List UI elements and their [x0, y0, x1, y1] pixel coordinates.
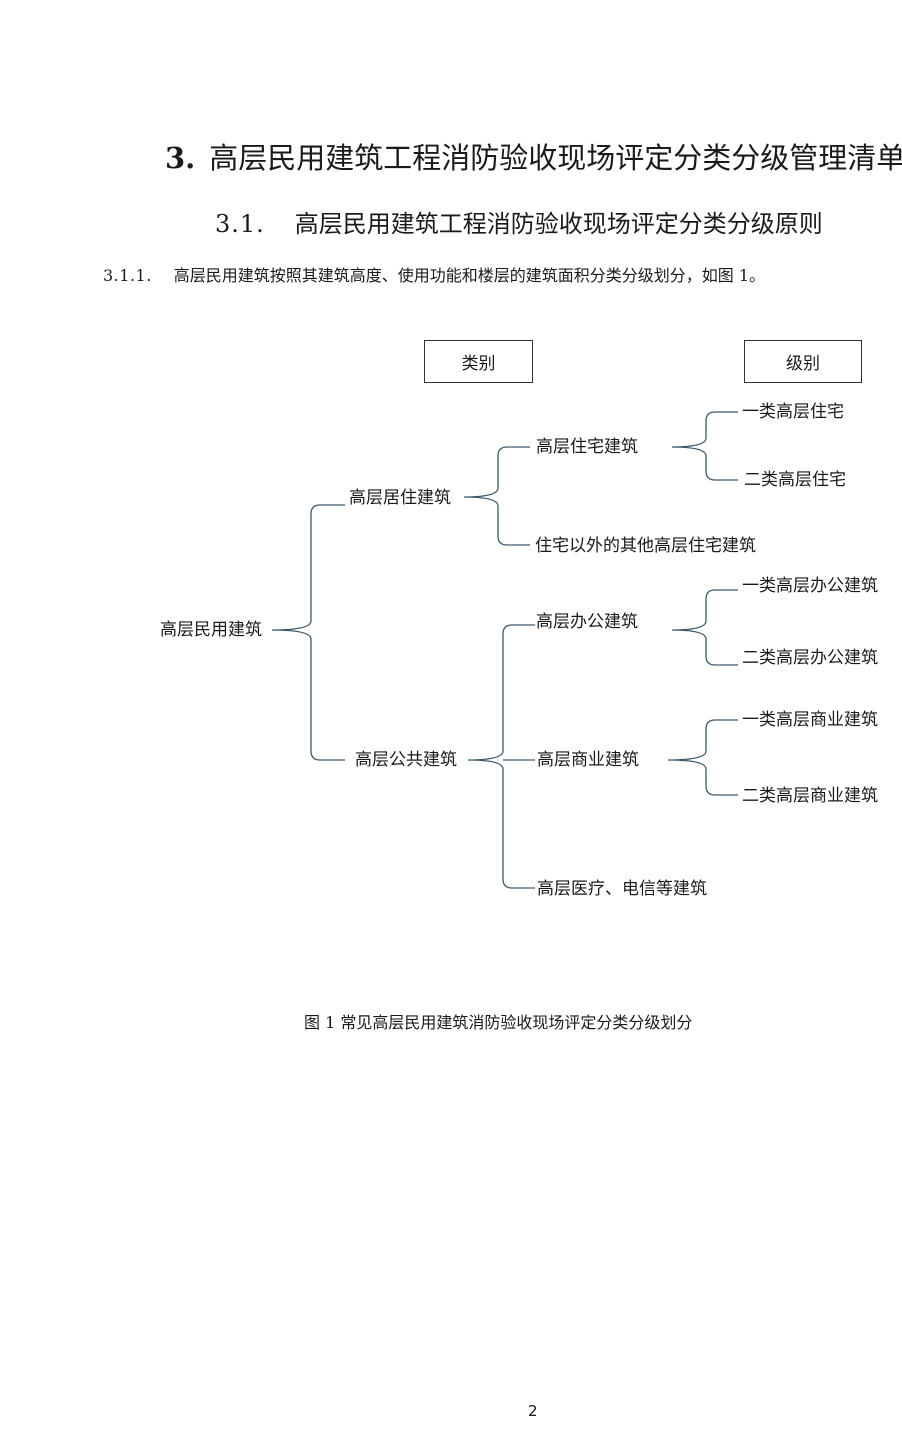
node-public: 高层公共建筑 — [355, 750, 457, 770]
node-level-commercial-1: 一类高层商业建筑 — [742, 710, 878, 730]
page-number: 2 — [528, 1402, 538, 1420]
bracket-public — [467, 624, 535, 889]
section-title: 高层民用建筑工程消防验收现场评定分类分级管理清单 — [209, 141, 902, 175]
section-heading: 3. 高层民用建筑工程消防验收现场评定分类分级管理清单 — [165, 144, 902, 173]
figure-caption: 图 1 常见高层民用建筑消防验收现场评定分类分级划分 — [304, 1013, 693, 1032]
node-level-housing-1: 一类高层住宅 — [742, 402, 844, 422]
category-header-box: 类别 — [424, 340, 533, 383]
bracket-residential — [463, 446, 530, 546]
node-pub-medical: 高层医疗、电信等建筑 — [537, 879, 707, 899]
level-header-label: 级别 — [786, 354, 820, 374]
bracket-root — [271, 504, 345, 761]
node-residential: 高层居住建筑 — [349, 488, 451, 508]
clause-number: 3.1.1. — [103, 266, 152, 285]
node-pub-office: 高层办公建筑 — [536, 612, 638, 632]
node-root: 高层民用建筑 — [160, 620, 262, 640]
bracket-commercial — [667, 719, 738, 796]
clause-paragraph: 3.1.1. 高层民用建筑按照其建筑高度、使用功能和楼层的建筑面积分类分级划分，如… — [103, 268, 765, 284]
subsection-title: 高层民用建筑工程消防验收现场评定分类分级原则 — [294, 210, 823, 238]
node-level-office-2: 二类高层办公建筑 — [742, 648, 878, 668]
section-number: 3. — [165, 141, 196, 175]
subsection-number: 3.1. — [215, 210, 265, 238]
node-level-office-1: 一类高层办公建筑 — [742, 576, 878, 596]
node-res-other: 住宅以外的其他高层住宅建筑 — [535, 536, 756, 556]
node-level-commercial-2: 二类高层商业建筑 — [742, 786, 878, 806]
node-res-housing: 高层住宅建筑 — [536, 437, 638, 457]
level-header-box: 级别 — [744, 340, 862, 383]
clause-text: 高层民用建筑按照其建筑高度、使用功能和楼层的建筑面积分类分级划分，如图 1。 — [173, 266, 766, 285]
node-level-housing-2: 二类高层住宅 — [744, 470, 846, 490]
category-header-label: 类别 — [461, 354, 496, 374]
node-pub-commercial: 高层商业建筑 — [537, 750, 639, 770]
bracket-housing — [671, 411, 738, 481]
bracket-office — [671, 589, 738, 666]
subsection-heading: 3.1. 高层民用建筑工程消防验收现场评定分类分级原则 — [215, 212, 823, 236]
